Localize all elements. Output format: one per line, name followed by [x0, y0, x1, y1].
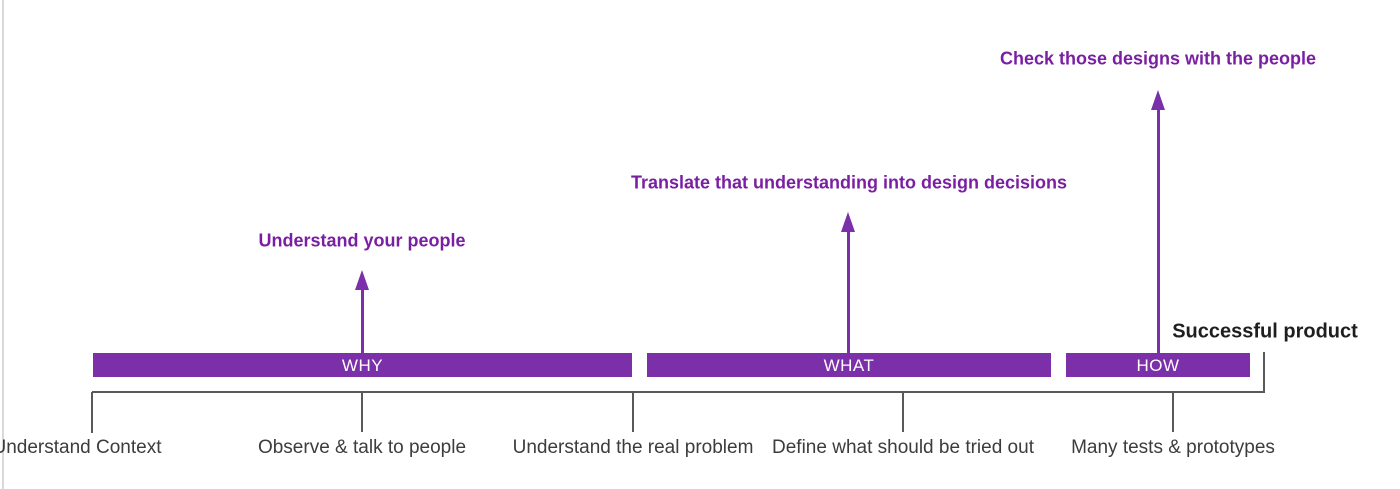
phase-bar-how: HOW	[1066, 353, 1250, 377]
callout-arrow-why	[355, 270, 369, 353]
bracket-end-riser	[1263, 352, 1265, 392]
phase-bar-what-label: WHAT	[823, 355, 875, 375]
timeline-bracket-line	[92, 391, 1265, 393]
left-edge-divider	[2, 0, 4, 489]
step-understand-context: Understand Context	[0, 437, 162, 458]
step-define-tried-out: Define what should be tried out	[772, 437, 1034, 458]
bracket-tick-tests	[1172, 392, 1174, 432]
bracket-tick-observe	[361, 392, 363, 432]
up-arrow-icon	[355, 270, 369, 290]
phase-bar-how-label: HOW	[1136, 355, 1180, 375]
phase-bar-why: WHY	[93, 353, 632, 377]
callout-arrow-how	[1151, 90, 1165, 353]
bracket-tick-start	[91, 392, 93, 433]
step-understand-real-problem: Understand the real problem	[512, 437, 754, 458]
callout-check-designs: Check those designs with the people	[999, 48, 1317, 69]
callout-arrow-what	[841, 212, 855, 353]
step-many-tests: Many tests & prototypes	[1071, 437, 1275, 458]
phase-bar-what: WHAT	[647, 353, 1051, 377]
up-arrow-icon	[841, 212, 855, 232]
milestone-successful-product: Successful product	[1172, 320, 1358, 343]
bracket-tick-real-problem	[632, 392, 634, 432]
callout-understand-your-people: Understand your people	[258, 230, 466, 251]
phase-bar-why-label: WHY	[341, 355, 384, 375]
arrow-shaft	[360, 290, 364, 353]
callout-translate-understanding: Translate that understanding into design…	[630, 172, 1068, 193]
up-arrow-icon	[1151, 90, 1165, 110]
step-observe-talk: Observe & talk to people	[257, 437, 467, 458]
arrow-shaft	[846, 232, 850, 353]
arrow-shaft	[1156, 110, 1160, 353]
bracket-tick-define	[902, 392, 904, 432]
